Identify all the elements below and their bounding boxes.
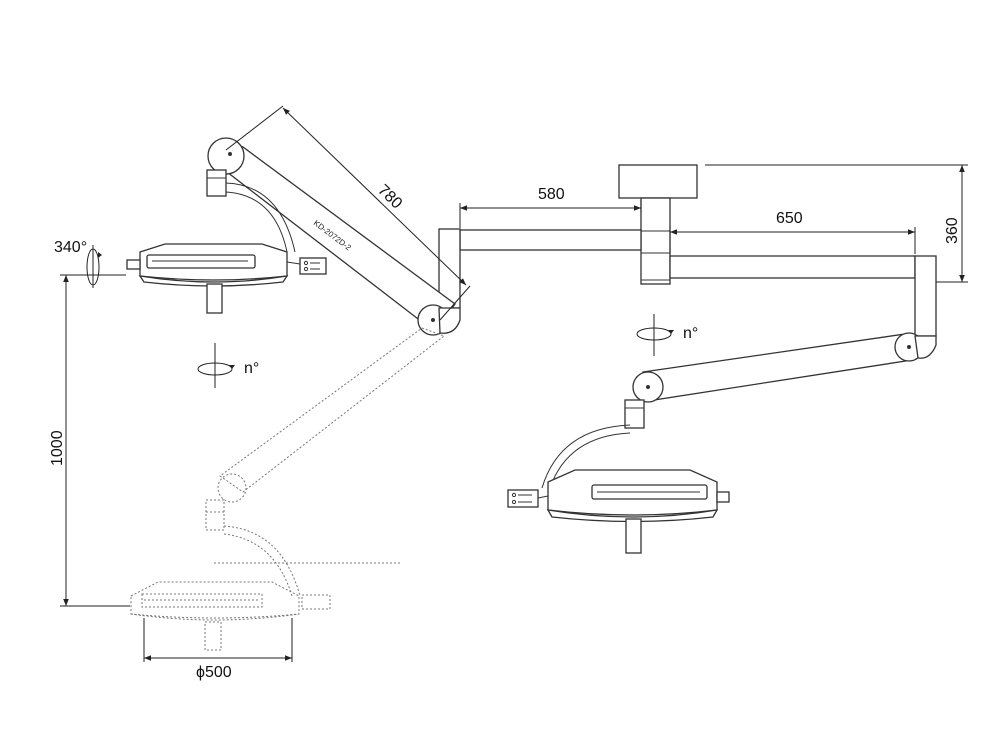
dimension-360-label: 360 bbox=[944, 217, 961, 244]
dimension-780-label: 780 bbox=[374, 182, 405, 213]
dimension-1000-label: 1000 bbox=[49, 430, 66, 466]
right-spring-arm bbox=[632, 332, 937, 403]
dimension-580-label: 580 bbox=[538, 186, 565, 203]
left-lamp-head bbox=[126, 243, 327, 314]
dimension-1000 bbox=[60, 274, 130, 607]
dimension-650-label: 650 bbox=[776, 210, 803, 227]
extension-arm-left bbox=[438, 228, 642, 309]
dimension-360 bbox=[705, 164, 968, 283]
right-lamp-head bbox=[507, 469, 730, 554]
extension-arm-right bbox=[669, 255, 937, 337]
rotation-right-icon bbox=[636, 314, 674, 356]
dimension-780 bbox=[225, 105, 471, 321]
rotation-340-label: 340° bbox=[54, 239, 87, 256]
ceiling-mount bbox=[618, 164, 698, 285]
lowered-position-ghost bbox=[130, 327, 446, 651]
rotation-left-icon bbox=[197, 343, 235, 388]
rotation-right-label: n° bbox=[683, 325, 698, 342]
dimension-500 bbox=[143, 618, 293, 662]
dimension-650 bbox=[669, 227, 916, 254]
rotation-340-icon bbox=[86, 245, 102, 288]
rotation-left-label: n° bbox=[244, 360, 259, 377]
dimension-500-label: ϕ500 bbox=[196, 664, 232, 681]
dimension-580 bbox=[459, 200, 642, 228]
right-lamp-yoke bbox=[541, 399, 645, 489]
